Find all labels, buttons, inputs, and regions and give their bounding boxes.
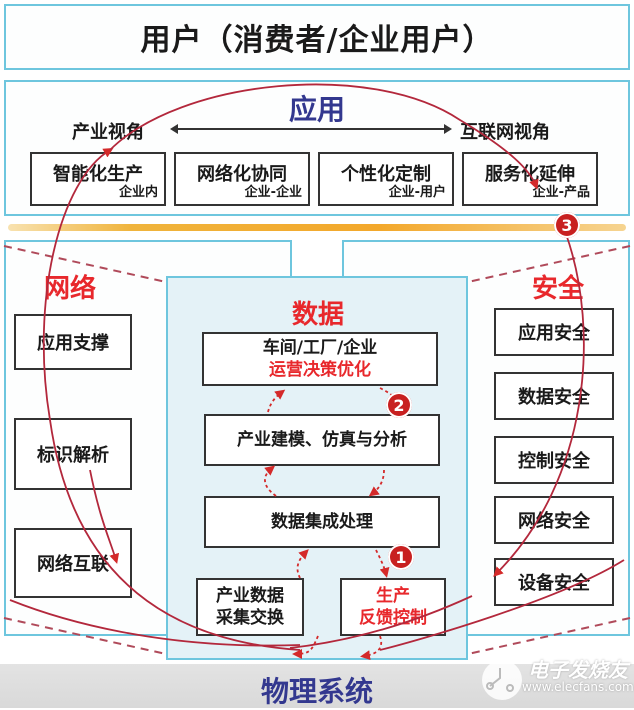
security-item-control: 控制安全: [494, 436, 614, 484]
data-item-line-highlight: 运营决策优化: [269, 360, 371, 380]
security-layer-title: 安全: [532, 274, 585, 304]
data-item-line: 产业建模、仿真与分析: [237, 430, 407, 450]
data-layer-title: 数据: [291, 300, 344, 330]
industry-perspective-label: 产业视角: [72, 122, 144, 143]
app-item-subtitle: 企业-用户: [388, 185, 446, 200]
step-badge-2: 2: [386, 392, 412, 418]
data-item-line-highlight: 反馈控制: [359, 608, 427, 628]
app-item-subtitle: 企业-产品: [532, 185, 590, 200]
security-item-label: 控制安全: [518, 451, 590, 472]
app-item-service-extension: 服务化延伸 企业-产品: [462, 152, 598, 206]
security-item-device: 设备安全: [494, 558, 614, 606]
data-item-line: 数据集成处理: [271, 512, 373, 532]
application-layer-box: 应用 产业视角 互联网视角 智能化生产 企业内 网络化协同 企业-企业 个性化定…: [4, 80, 630, 216]
watermark: 电子发烧友 www.elecfans.com: [480, 652, 634, 704]
app-item-subtitle: 企业内: [118, 185, 158, 200]
security-item-data: 数据安全: [494, 372, 614, 420]
perspective-double-arrow-icon: [170, 124, 452, 134]
separator-bar: [8, 224, 626, 231]
circuit-logo-icon: [482, 660, 522, 700]
data-item-line-highlight: 生产: [376, 586, 410, 606]
data-item-collection-exchange: 产业数据 采集交换: [196, 578, 304, 636]
data-item-feedback-control: 生产 反馈控制: [340, 578, 446, 636]
internet-perspective-label: 互联网视角: [460, 122, 550, 143]
step-badge-3: 3: [554, 212, 580, 238]
security-item-label: 网络安全: [518, 511, 590, 532]
app-item-smart-production: 智能化生产 企业内: [30, 152, 166, 206]
security-item-label: 数据安全: [518, 387, 590, 408]
security-item-label: 设备安全: [518, 573, 590, 594]
data-item-integration-processing: 数据集成处理: [204, 496, 440, 548]
user-layer-box: 用户（消费者/企业用户）: [4, 4, 630, 70]
app-item-network-collaboration: 网络化协同 企业-企业: [174, 152, 310, 206]
network-item-label: 标识解析: [37, 445, 109, 466]
watermark-name: 电子发烧友: [528, 658, 628, 682]
network-item-label: 网络互联: [37, 554, 109, 575]
data-item-modeling-simulation: 产业建模、仿真与分析: [204, 414, 440, 466]
app-item-subtitle: 企业-企业: [244, 185, 302, 200]
step-badge-1: 1: [388, 544, 414, 570]
data-item-line: 产业数据: [216, 586, 284, 606]
data-item-line: 采集交换: [216, 608, 284, 628]
network-item-label: 应用支撑: [37, 333, 109, 354]
watermark-url: www.elecfans.com: [522, 680, 634, 694]
security-item-application: 应用安全: [494, 308, 614, 356]
physical-layer-bar: [0, 664, 634, 708]
physical-layer-title: 物理系统: [260, 675, 373, 708]
network-item-application-support: 应用支撑: [14, 314, 132, 370]
data-item-operations-optimization: 车间/工厂/企业 运营决策优化: [202, 332, 438, 386]
network-layer-title: 网络: [44, 274, 97, 304]
network-item-identifier-resolution: 标识解析: [14, 418, 132, 490]
security-item-label: 应用安全: [518, 323, 590, 344]
data-item-line: 车间/工厂/企业: [262, 338, 378, 358]
security-item-network: 网络安全: [494, 496, 614, 544]
network-item-network-interconnection: 网络互联: [14, 528, 132, 598]
app-item-personalized-customization: 个性化定制 企业-用户: [318, 152, 454, 206]
user-layer-title: 用户（消费者/企业用户）: [140, 23, 494, 58]
